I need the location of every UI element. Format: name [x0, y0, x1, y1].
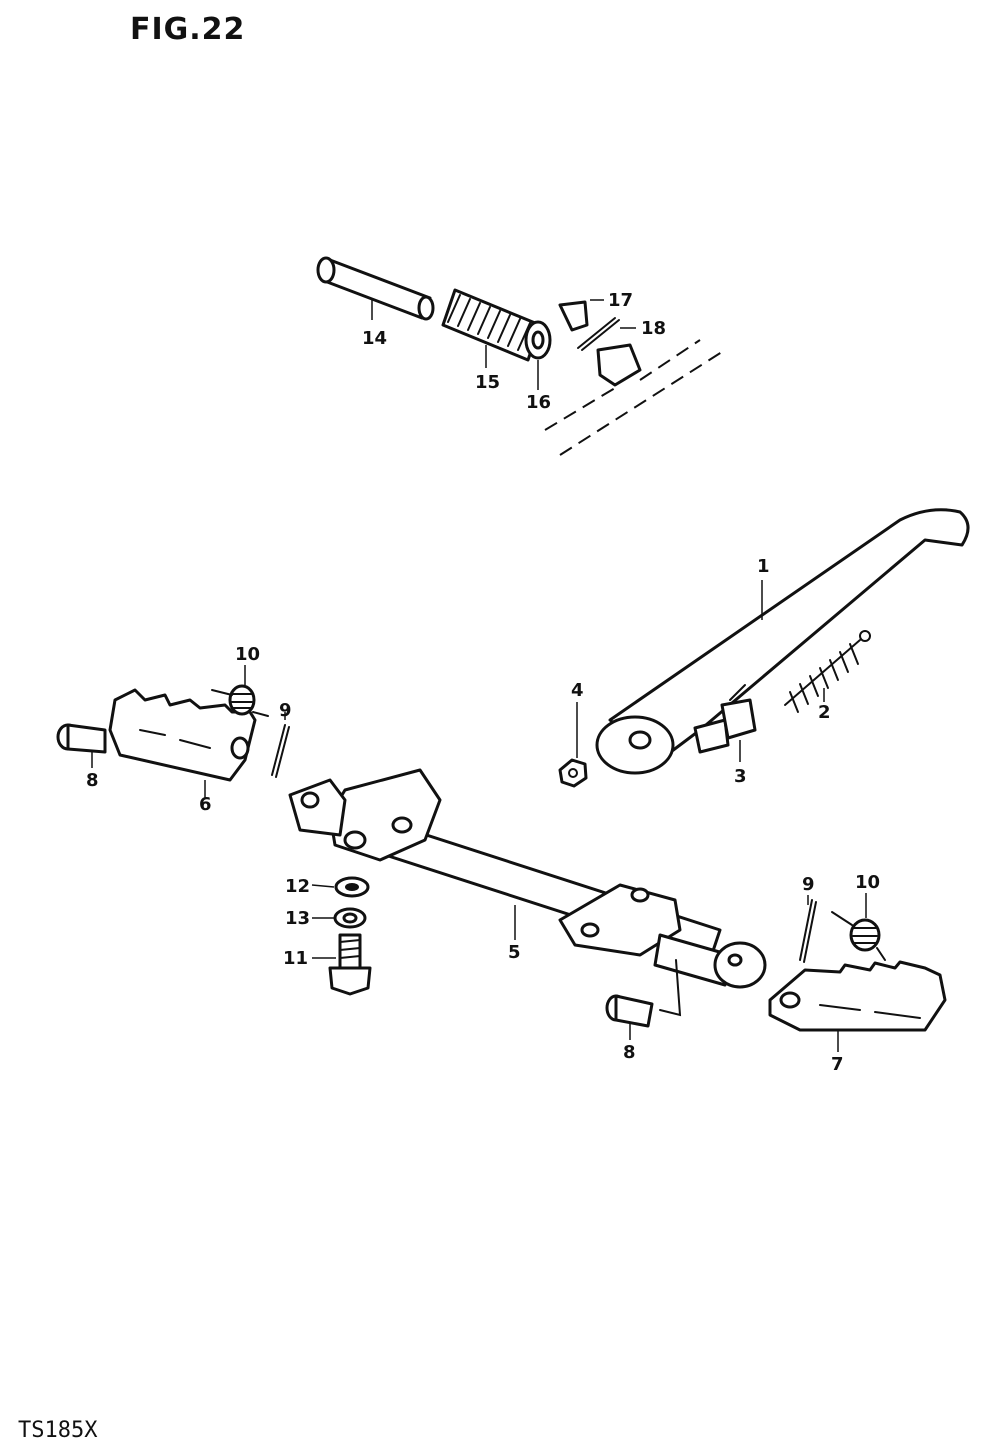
part-6-footrest-left [108, 688, 257, 798]
part-5-footrest-bar [288, 768, 767, 989]
callout-13: 13 [285, 908, 310, 929]
part-1-side-stand [595, 508, 970, 775]
part-16-washer [524, 320, 552, 390]
part-17-pin [558, 299, 604, 332]
part-10-spring-right [831, 893, 886, 961]
callout-3: 3 [734, 766, 747, 787]
part-3-bolt [693, 698, 757, 762]
part-7-footrest-right [768, 960, 947, 1052]
callout-9-left: 9 [279, 700, 292, 721]
callout-11: 11 [283, 948, 308, 969]
callout-14: 14 [362, 328, 387, 349]
callout-10-right: 10 [855, 872, 880, 893]
callout-7: 7 [831, 1054, 844, 1075]
part-8-pin-left [56, 723, 107, 768]
part-4-nut [558, 702, 588, 788]
part-12-washer [311, 876, 370, 898]
callout-2: 2 [818, 702, 831, 723]
part-13-lock-washer [312, 907, 367, 929]
callout-5: 5 [508, 942, 521, 963]
figure-title: FIG.22 [130, 12, 246, 47]
part-10-spring-left [211, 665, 269, 717]
model-code-label: TS185X [18, 1418, 98, 1443]
part-15-rubber [441, 288, 542, 368]
callout-18: 18 [641, 318, 666, 339]
callout-6: 6 [199, 794, 212, 815]
part-11-bolt [312, 933, 372, 996]
callout-4: 4 [571, 680, 584, 701]
callout-10-left: 10 [235, 644, 260, 665]
part-9-cotter-pin-right [799, 895, 817, 963]
callout-15: 15 [475, 372, 500, 393]
callout-17: 17 [608, 290, 633, 311]
frame-outline [544, 339, 726, 456]
part-9-cotter-pin-left [271, 712, 290, 778]
callout-1: 1 [757, 556, 770, 577]
callout-8-right: 8 [623, 1042, 636, 1063]
part-18-cotter-pin [577, 317, 636, 351]
callout-16: 16 [526, 392, 551, 413]
callout-8-left: 8 [86, 770, 99, 791]
callout-9-right: 9 [802, 874, 815, 895]
part-14-pin [316, 256, 435, 321]
callout-12: 12 [285, 876, 310, 897]
part-2-spring [784, 630, 871, 713]
part-8-pin-right [605, 959, 682, 1040]
